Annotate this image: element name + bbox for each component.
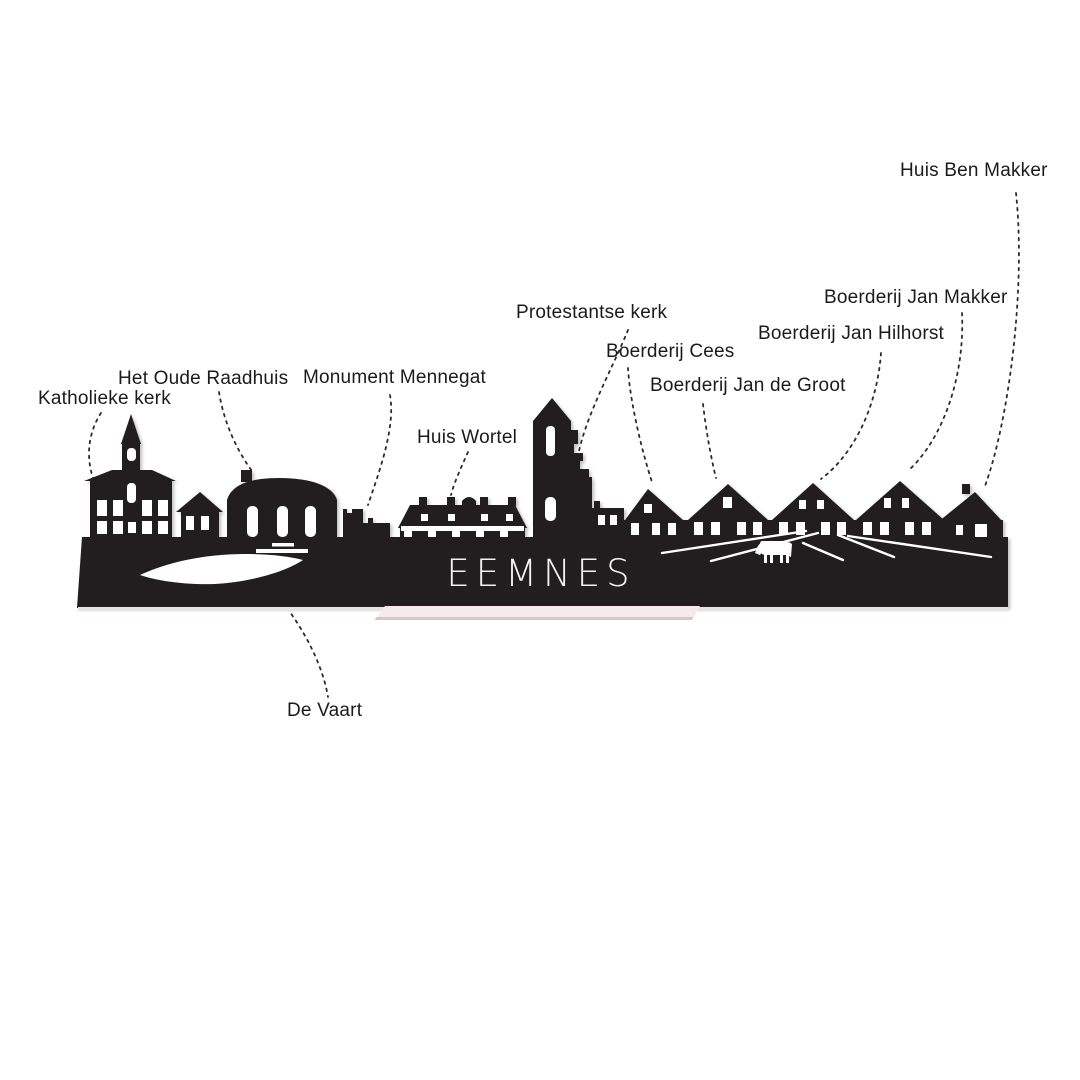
label-de-vaart: De Vaart <box>287 700 363 721</box>
stand-strip <box>376 606 700 619</box>
label-het-oude-raadhuis: Het Oude Raadhuis <box>118 368 289 389</box>
boerderij-cees-gable <box>625 489 683 520</box>
cow-cutout <box>755 541 792 563</box>
katholieke-kerk-windows <box>97 448 168 534</box>
monument-mennegat-structure <box>343 509 390 537</box>
label-huis-wortel: Huis Wortel <box>417 427 518 448</box>
label-katholieke-kerk: Katholieke kerk <box>38 388 171 409</box>
protestantse-kerk-windows <box>545 426 617 525</box>
farmhouse-windows <box>631 497 987 537</box>
small-house-building <box>176 492 223 537</box>
farmhouses-row <box>624 481 1003 537</box>
label-huis-ben-makker: Huis Ben Makker <box>900 160 1048 181</box>
boerderij-jan-makker-gable <box>856 481 944 520</box>
label-boerderij-jan-de-groot: Boerderij Jan de Groot <box>650 375 846 396</box>
label-boerderij-jan-makker: Boerderij Jan Makker <box>824 287 1008 308</box>
skyline-title: EEMNES <box>446 552 635 595</box>
stand-strip-edge <box>375 617 693 620</box>
label-boerderij-cees: Boerderij Cees <box>606 341 735 362</box>
label-protestantse-kerk: Protestantse kerk <box>516 302 668 323</box>
small-house-windows <box>186 516 209 530</box>
leader-line-monument-mennegat <box>367 394 392 506</box>
field-lines-cutout <box>660 529 993 563</box>
label-boerderij-jan-hilhorst: Boerderij Jan Hilhorst <box>758 323 945 344</box>
bridge-cutout <box>256 543 308 553</box>
rowhouse-windows <box>401 514 524 537</box>
katholieke-kerk-building <box>84 414 176 537</box>
leader-line-boerderij-jan-de-groot <box>702 403 717 479</box>
huis-wortel-rowhouse <box>398 497 527 537</box>
boerderij-jan-hilhorst-gable <box>772 483 854 520</box>
leader-line-huis-wortel <box>450 451 469 496</box>
water-wave-cutout <box>140 554 303 585</box>
leader-line-boerderij-jan-makker <box>907 312 964 472</box>
leader-line-boerderij-cees <box>627 367 653 483</box>
raadhuis-windows <box>247 506 316 537</box>
label-monument-mennegat: Monument Mennegat <box>303 367 486 388</box>
huis-ben-makker-chimney <box>962 484 970 494</box>
leader-line-het-oude-raadhuis <box>218 391 253 472</box>
leader-line-boerderij-jan-hilhorst <box>820 352 882 480</box>
leader-line-huis-ben-makker <box>984 192 1020 487</box>
leader-line-katholieke-kerk <box>88 412 102 479</box>
leader-line-protestantse-kerk <box>576 329 629 463</box>
leader-lines <box>88 192 1020 698</box>
cutouts <box>97 426 987 585</box>
huis-ben-makker-gable <box>938 492 1003 522</box>
